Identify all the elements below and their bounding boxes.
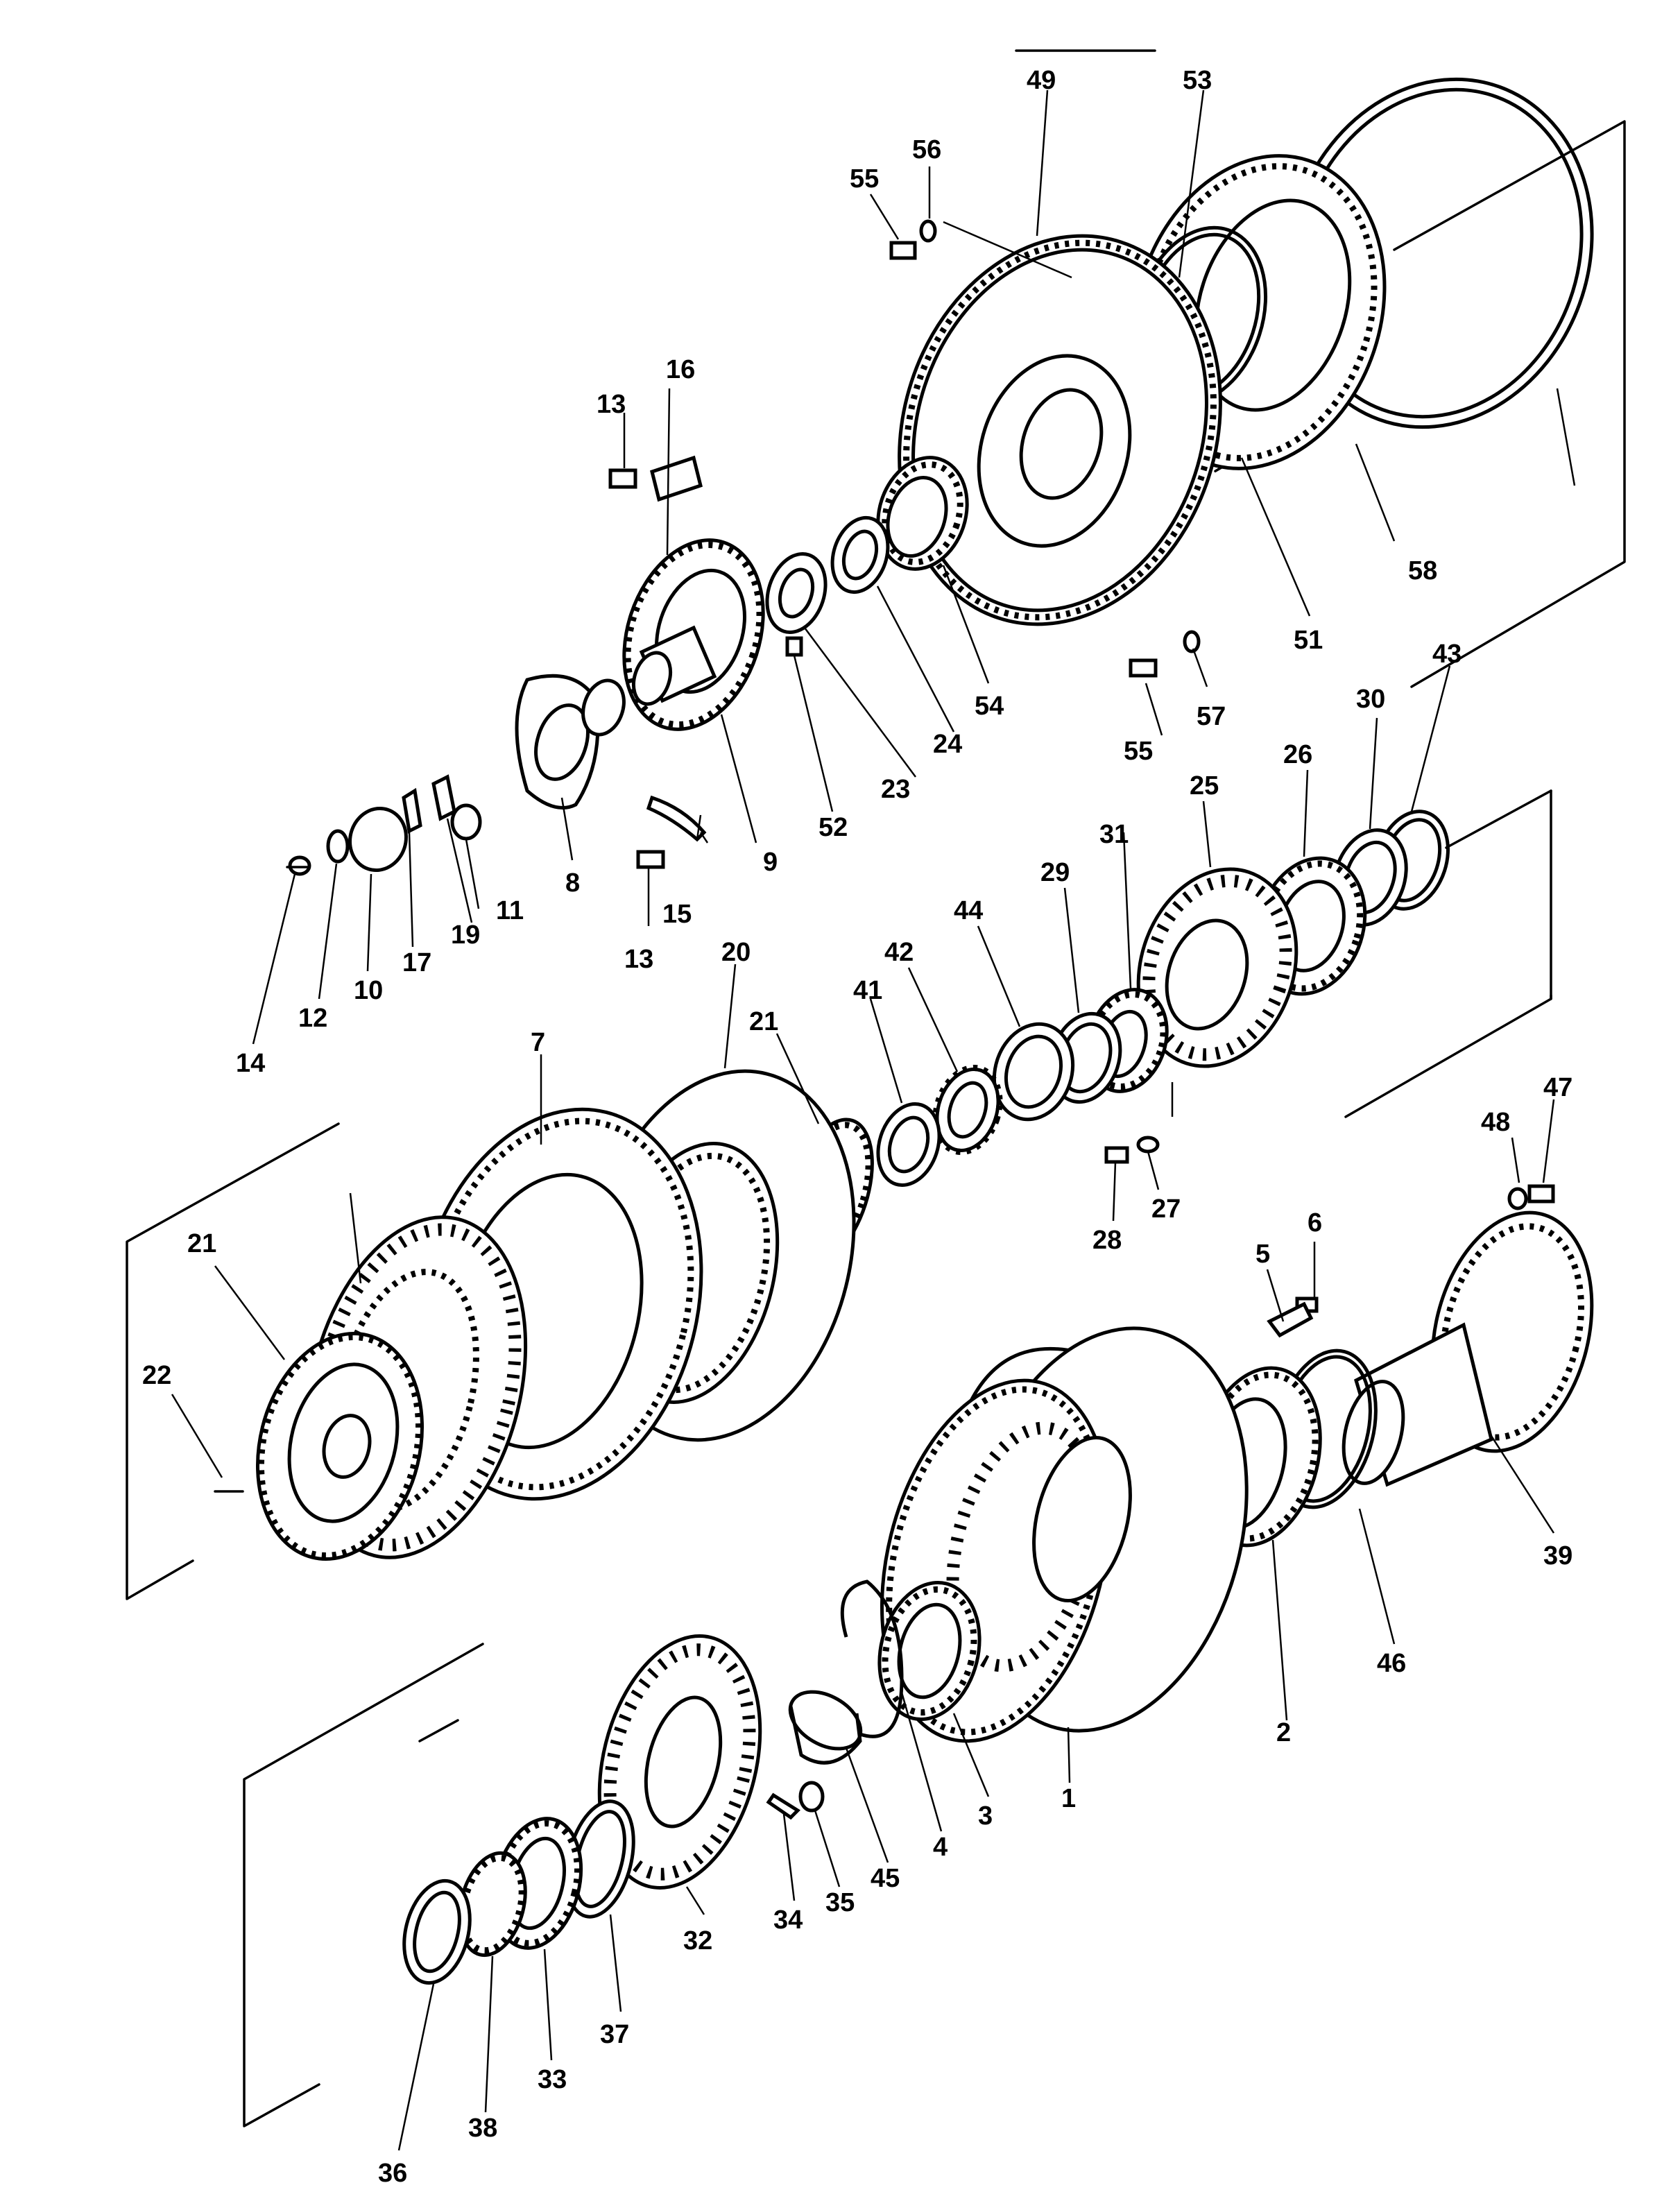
label-3: 3 <box>978 1801 993 1831</box>
part-24-lock-washer <box>830 515 890 594</box>
label-42: 43 <box>1432 640 1462 669</box>
label-23: 23 <box>881 775 910 804</box>
label-48: 49 <box>1027 66 1056 95</box>
label-28: 28 <box>1092 1226 1122 1255</box>
label-55-bottom: 57 <box>1197 702 1226 731</box>
label-37: 37 <box>600 2020 629 2049</box>
label-17: 17 <box>402 948 431 977</box>
label-53: 55 <box>1124 737 1153 766</box>
part-48-housing <box>898 234 1222 626</box>
part-36-seal <box>402 1878 472 1985</box>
label-35: 35 <box>825 1888 855 1917</box>
label-27: 27 <box>1151 1195 1181 1224</box>
part-1-impeller <box>880 1326 1249 1743</box>
label-26: 26 <box>1283 740 1312 769</box>
part-41-lock-washer <box>932 1064 1003 1156</box>
label-7: 7 <box>531 1028 545 1057</box>
part-23-nut <box>765 551 828 635</box>
label-2: 2 <box>1276 1718 1291 1747</box>
label-46: 47 <box>1543 1073 1572 1102</box>
label-1: 1 <box>1061 1784 1076 1813</box>
label-14: 14 <box>236 1049 265 1078</box>
part-43-washer <box>992 1022 1075 1122</box>
label-18: 19 <box>451 921 480 950</box>
part-number-labels: 49 53 56 55 16 13 58 51 43 30 54 57 24 5… <box>142 66 1572 2188</box>
label-40: 41 <box>853 976 882 1005</box>
label-20: 21 <box>187 1229 216 1258</box>
label-39: 39 <box>1543 1541 1572 1570</box>
small-hardware-parts <box>214 219 1555 1820</box>
part-4-snap-ring <box>840 1579 904 1738</box>
label-16: 16 <box>666 355 695 384</box>
label-56: 58 <box>1408 556 1437 585</box>
label-51: 53 <box>1183 66 1212 95</box>
label-43: 44 <box>954 896 983 925</box>
part-3-bearing <box>877 1581 982 1721</box>
part-52-bearing <box>876 456 969 571</box>
label-44: 45 <box>871 1864 900 1893</box>
part-25-stator <box>1136 867 1298 1068</box>
part-20-ring-gear <box>255 1332 425 1561</box>
label-21: 21 <box>749 1007 778 1036</box>
label-36: 36 <box>378 2159 407 2188</box>
label-15: 15 <box>662 900 692 929</box>
part-8-coupling-flange <box>515 674 626 810</box>
label-25: 25 <box>1190 771 1219 800</box>
label-34: 34 <box>773 1906 803 1935</box>
part-32-stator-wheel <box>597 1634 762 1890</box>
label-50: 52 <box>818 813 848 842</box>
label-19: 20 <box>721 938 751 967</box>
label-32: 32 <box>683 1926 712 1955</box>
label-31: 31 <box>1099 820 1129 849</box>
part-39-output-flange <box>1342 1210 1594 1487</box>
label-22: 22 <box>142 1361 171 1390</box>
label-29: 29 <box>1040 858 1070 887</box>
label-49: 51 <box>1294 626 1323 655</box>
label-13-bottom: 13 <box>624 945 653 974</box>
label-41: 42 <box>884 938 914 967</box>
label-8: 8 <box>565 868 580 898</box>
label-11: 11 <box>496 896 524 925</box>
label-13-top: 13 <box>597 390 626 419</box>
label-10: 10 <box>354 976 383 1005</box>
label-55-top: 56 <box>912 135 941 164</box>
part-37-ring <box>565 1799 635 1919</box>
part-44-sleeve <box>788 1690 863 1765</box>
label-24: 24 <box>933 730 962 759</box>
label-45: 46 <box>1377 1649 1406 1678</box>
label-54: 55 <box>850 164 879 194</box>
label-4: 4 <box>933 1833 948 1862</box>
label-12: 12 <box>298 1004 327 1033</box>
part-9-gear-shaft <box>622 538 765 731</box>
label-5: 5 <box>1255 1240 1270 1269</box>
label-6: 6 <box>1308 1208 1322 1238</box>
part-40-nut <box>876 1102 941 1188</box>
label-30: 30 <box>1356 685 1385 714</box>
part-38-roller-bearing <box>458 1851 527 1958</box>
label-9: 9 <box>763 848 778 877</box>
label-47: 48 <box>1481 1108 1510 1137</box>
label-38: 38 <box>468 2114 497 2143</box>
group-bracket-lines <box>126 49 1626 2127</box>
leader-lines <box>171 89 1576 2151</box>
label-33: 33 <box>538 2065 567 2094</box>
label-52: 54 <box>975 692 1004 721</box>
